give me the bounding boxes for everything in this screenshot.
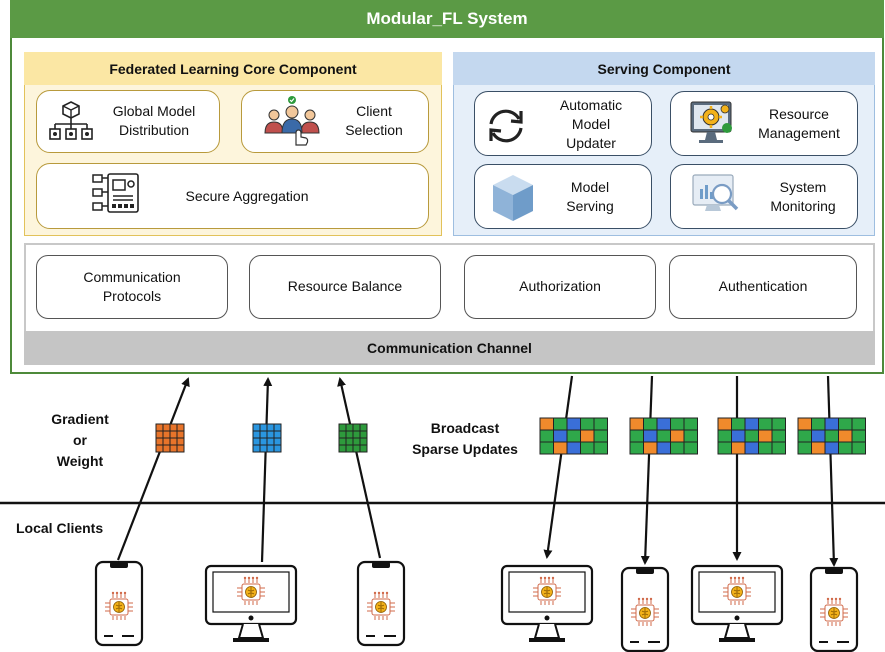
authentication-label: Authentication [718, 278, 808, 294]
authorization-box: Authorization [464, 255, 656, 319]
cube-icon [491, 173, 535, 228]
upload-arrow-3 [337, 377, 382, 559]
resource-balance-box: Resource Balance [249, 255, 441, 319]
serving-title: Serving Component [453, 52, 875, 85]
sparse-update-matrix-icon [629, 417, 698, 455]
desktop-client-icon [692, 566, 782, 642]
resource-balance-label: Resource Balance [287, 278, 403, 294]
communication-protocols-label: Communication Protocols [83, 269, 181, 304]
system-title: Modular_FL System [10, 0, 884, 38]
model-serving-box: Model Serving [474, 164, 652, 229]
sparse-update-matrix-icon [797, 417, 866, 455]
resource-management-box: Resource Management [670, 91, 858, 156]
global-model-distribution-label: Global Model Distribution [112, 103, 196, 138]
smartphone-client-icon [622, 568, 668, 651]
upload-arrow-2 [260, 377, 273, 563]
smartphone-client-icon [811, 568, 857, 651]
local-clients-label: Local Clients [16, 520, 104, 536]
model-serving-label: Model Serving [566, 179, 614, 214]
green-gradient-grid-icon [338, 423, 368, 453]
hierarchy-icon [49, 99, 93, 150]
system-monitoring-box: System Monitoring [670, 164, 858, 229]
client-selection-box: Client Selection [241, 90, 429, 153]
upload-arrow-1 [116, 377, 190, 561]
sync-arrows-icon [484, 106, 528, 151]
automatic-model-updater-label: Automatic Model Updater [559, 97, 623, 151]
desktop-client-icon [502, 566, 592, 642]
broadcast-arrow-1 [543, 375, 574, 559]
gear-monitor-icon [689, 100, 735, 153]
authorization-label: Authorization [519, 278, 601, 294]
client-selection-label: Client Selection [345, 103, 403, 138]
fl-core-title: Federated Learning Core Component [24, 52, 442, 85]
system-monitoring-label: System Monitoring [770, 179, 836, 214]
smartphone-client-icon [358, 562, 404, 645]
broadcast-arrow-2 [640, 375, 654, 565]
authentication-box: Authentication [669, 255, 857, 319]
orange-gradient-grid-icon [155, 423, 185, 453]
blue-gradient-grid-icon [252, 423, 282, 453]
secure-aggregation-box: Secure Aggregation [36, 163, 429, 229]
sparse-update-matrix-icon [539, 417, 608, 455]
resource-management-label: Resource Management [758, 106, 840, 141]
people-select-icon [262, 95, 322, 152]
sparse-update-matrix-icon [717, 417, 786, 455]
gradient-or-weight-label: Gradient or Weight [51, 411, 109, 469]
broadcast-sparse-updates-label: Broadcast Sparse Updates [412, 420, 518, 457]
automatic-model-updater-box: Automatic Model Updater [474, 91, 652, 156]
smartphone-client-icon [96, 562, 142, 645]
chart-magnifier-icon [691, 173, 741, 224]
communication-protocols-box: Communication Protocols [36, 255, 228, 319]
broadcast-arrow-4 [826, 375, 839, 567]
global-model-distribution-box: Global Model Distribution [36, 90, 220, 153]
secure-aggregation-label: Secure Aggregation [185, 188, 309, 204]
communication-channel: Communication Channel [24, 331, 875, 365]
desktop-client-icon [206, 566, 296, 642]
circuit-board-icon [91, 172, 141, 225]
